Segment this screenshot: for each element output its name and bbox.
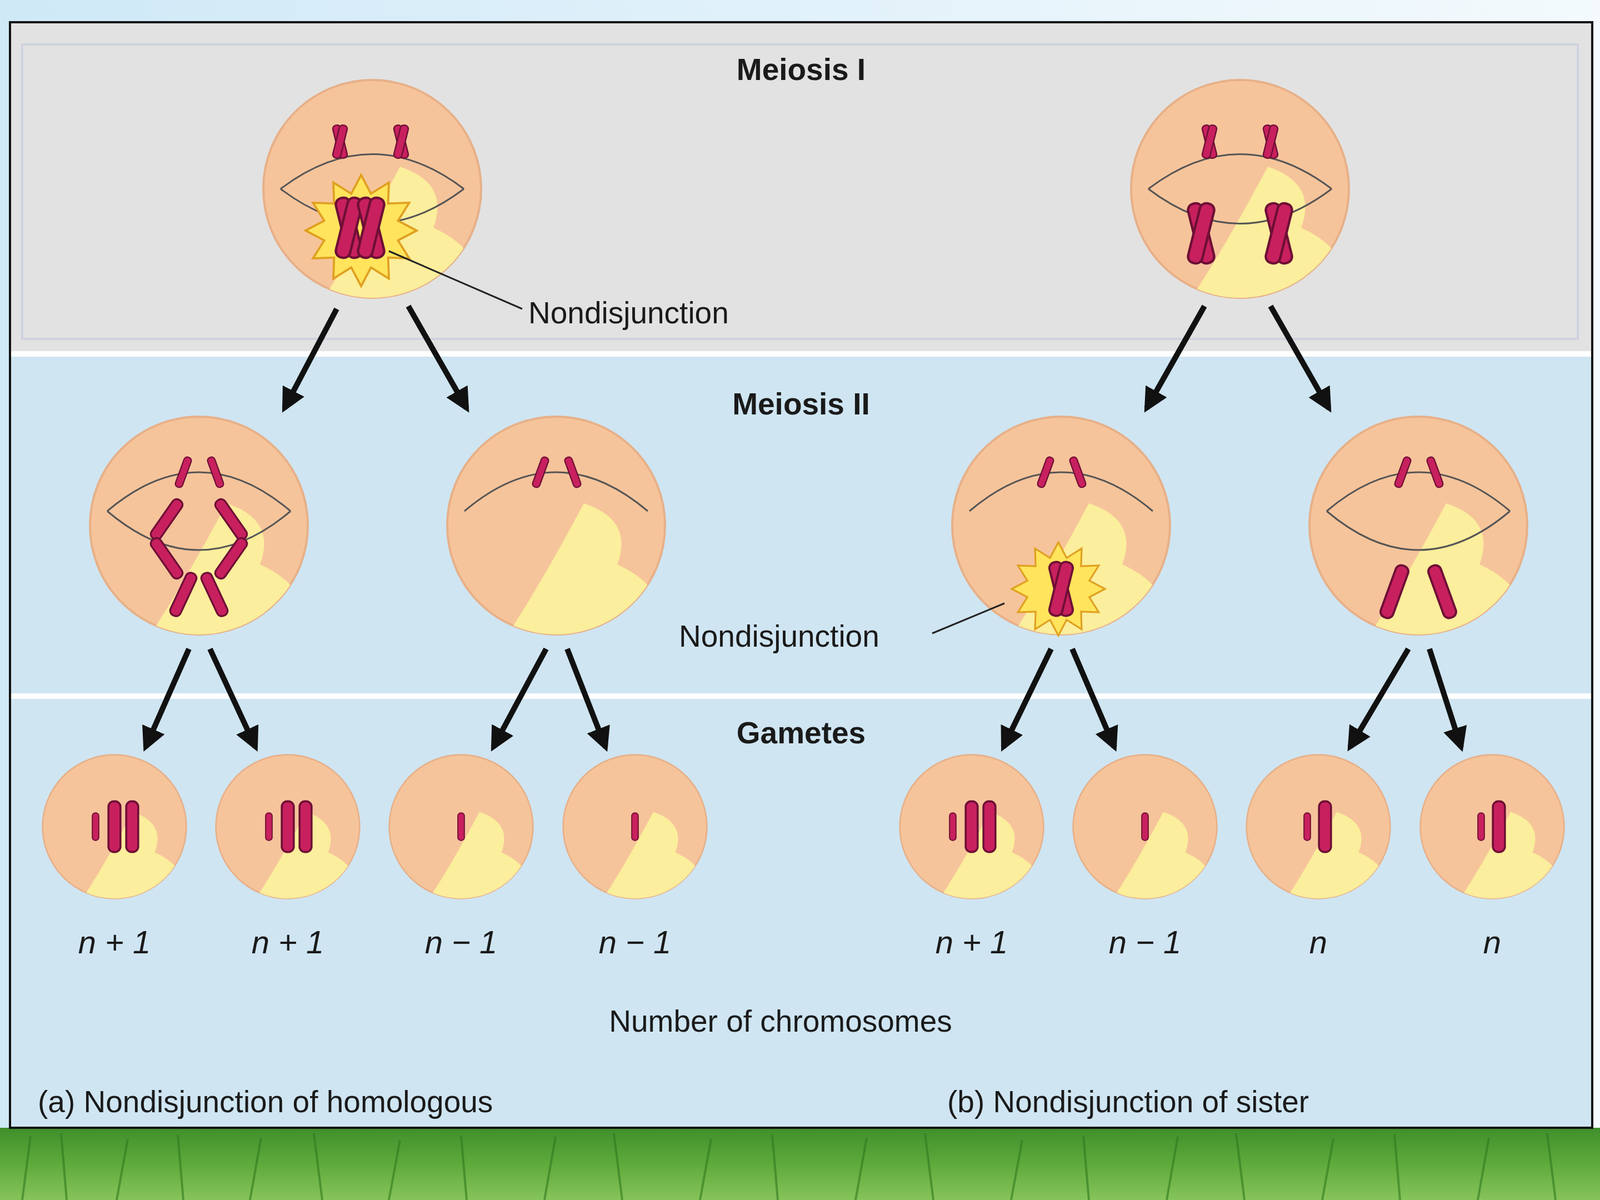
cell: [90, 416, 310, 637]
frame: [10, 22, 1593, 1128]
chromosomes: [148, 456, 1458, 620]
cell: [1309, 416, 1530, 637]
gamete-node: n + 1: [882, 753, 1061, 976]
grass-blades: [22, 1133, 1556, 1200]
band-separator: [10, 351, 1593, 357]
caption: (b) Nondisjunction of sister: [947, 1083, 1309, 1120]
gamete-node: n: [1229, 753, 1408, 976]
chromosomes: [92, 801, 1505, 852]
callout-label: Nondisjunction: [528, 294, 729, 332]
band-separator: [10, 693, 1593, 699]
cell: [263, 80, 484, 300]
band-meiosis-one: [10, 22, 1593, 354]
callout-label: Nondisjunction: [678, 617, 880, 655]
nondisjunction-burst: [1011, 542, 1105, 636]
chromosome-count: n: [1229, 922, 1408, 962]
gamete-node: n + 1: [198, 753, 377, 976]
cell: [952, 416, 1173, 637]
stage-band: Meiosis I: [10, 22, 1593, 353]
grass-strip: [0, 1127, 1600, 1200]
chromosome-count: n + 1: [198, 922, 377, 962]
chromosome-count: n + 1: [25, 922, 204, 962]
band-blue: [10, 353, 1593, 1128]
caption: (a) Nondisjunction of homologous: [37, 1083, 493, 1120]
chromosomes: [332, 124, 1294, 265]
leader-line: [388, 251, 523, 309]
gamete-node: n + 1: [25, 753, 204, 976]
gamete-node: n − 1: [1056, 753, 1234, 976]
stage-band: Gametesn + 1n + 1n − 1n − 1n + 1n − 1nn: [10, 698, 1593, 1128]
spindle: [107, 472, 1510, 550]
gamete-cells: [42, 755, 1566, 900]
cell: [447, 416, 668, 637]
gamete-node: n − 1: [546, 753, 724, 976]
chromosome-count: n + 1: [882, 922, 1061, 962]
stage-title: Gametes: [10, 714, 1593, 752]
stage-title: Meiosis I: [10, 51, 1593, 88]
nondisjunction-burst: [305, 175, 417, 287]
chromosome-count: n − 1: [1056, 922, 1234, 962]
spindle: [280, 154, 1332, 224]
stage-title: Meiosis II: [10, 385, 1593, 423]
cell: [1131, 80, 1352, 300]
chromosome-count: n: [1403, 922, 1582, 962]
chromosome-count: n − 1: [546, 922, 724, 962]
gamete-node: n: [1403, 753, 1582, 976]
gamete-node: n − 1: [372, 753, 550, 976]
band-inner-frame: [22, 44, 1578, 339]
leader-line: [932, 603, 1005, 634]
axis-note: Number of chromosomes: [502, 1002, 1059, 1040]
chromosome-count: n − 1: [372, 922, 550, 962]
